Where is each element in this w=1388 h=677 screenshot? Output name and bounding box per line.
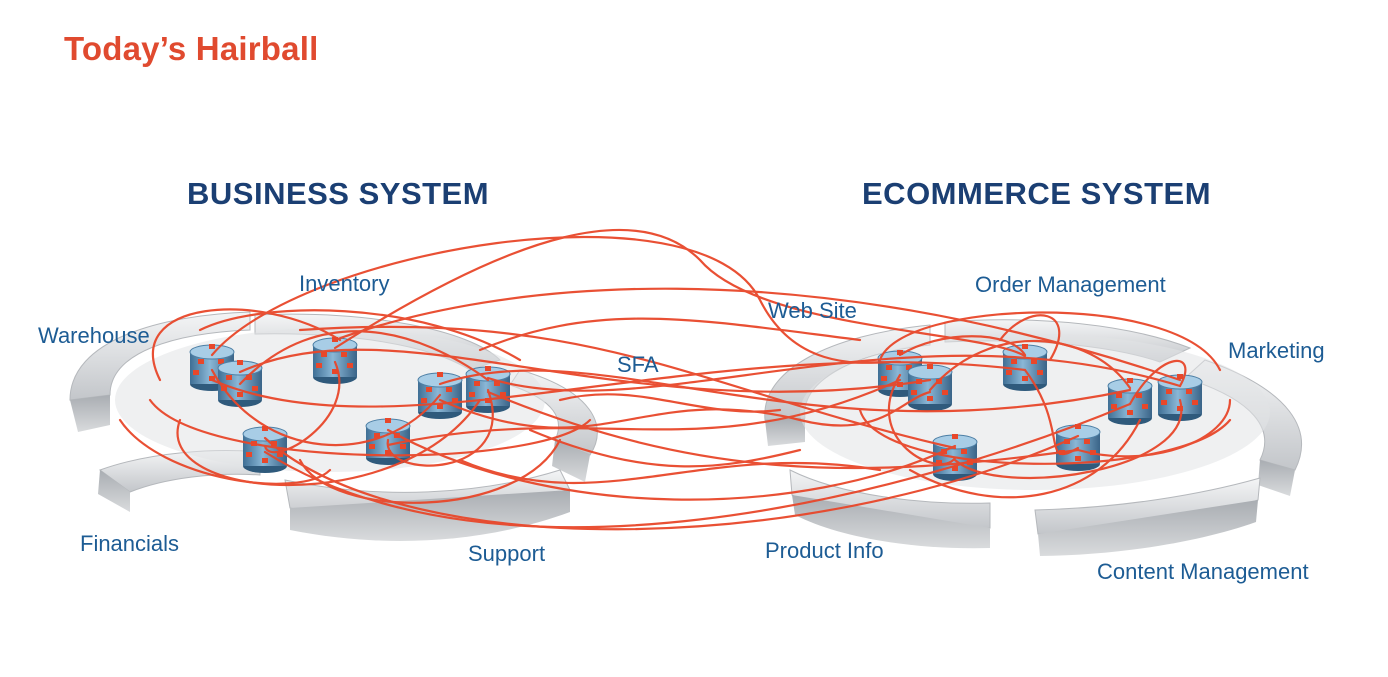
label-inventory: Inventory	[299, 271, 390, 296]
label-warehouse: Warehouse	[38, 323, 150, 348]
database-icon	[312, 336, 358, 385]
connection-lines	[118, 228, 1232, 531]
label-marketing: Marketing	[1228, 338, 1325, 363]
slide-title: Today’s Hairball	[64, 30, 319, 67]
label-content-management: Content Management	[1097, 559, 1309, 584]
database-icon	[907, 363, 953, 412]
label-sfa: SFA	[617, 352, 659, 377]
label-order-management: Order Management	[975, 272, 1166, 297]
label-financials: Financials	[80, 531, 180, 556]
business-system-heading: BUSINESS SYSTEM	[187, 176, 490, 211]
label-product-info: Product Info	[765, 538, 884, 563]
database-icon	[1107, 377, 1153, 426]
ecommerce-system-heading: ECOMMERCE SYSTEM	[862, 176, 1212, 211]
label-web-site: Web Site	[768, 298, 857, 323]
label-support: Support	[468, 541, 546, 566]
